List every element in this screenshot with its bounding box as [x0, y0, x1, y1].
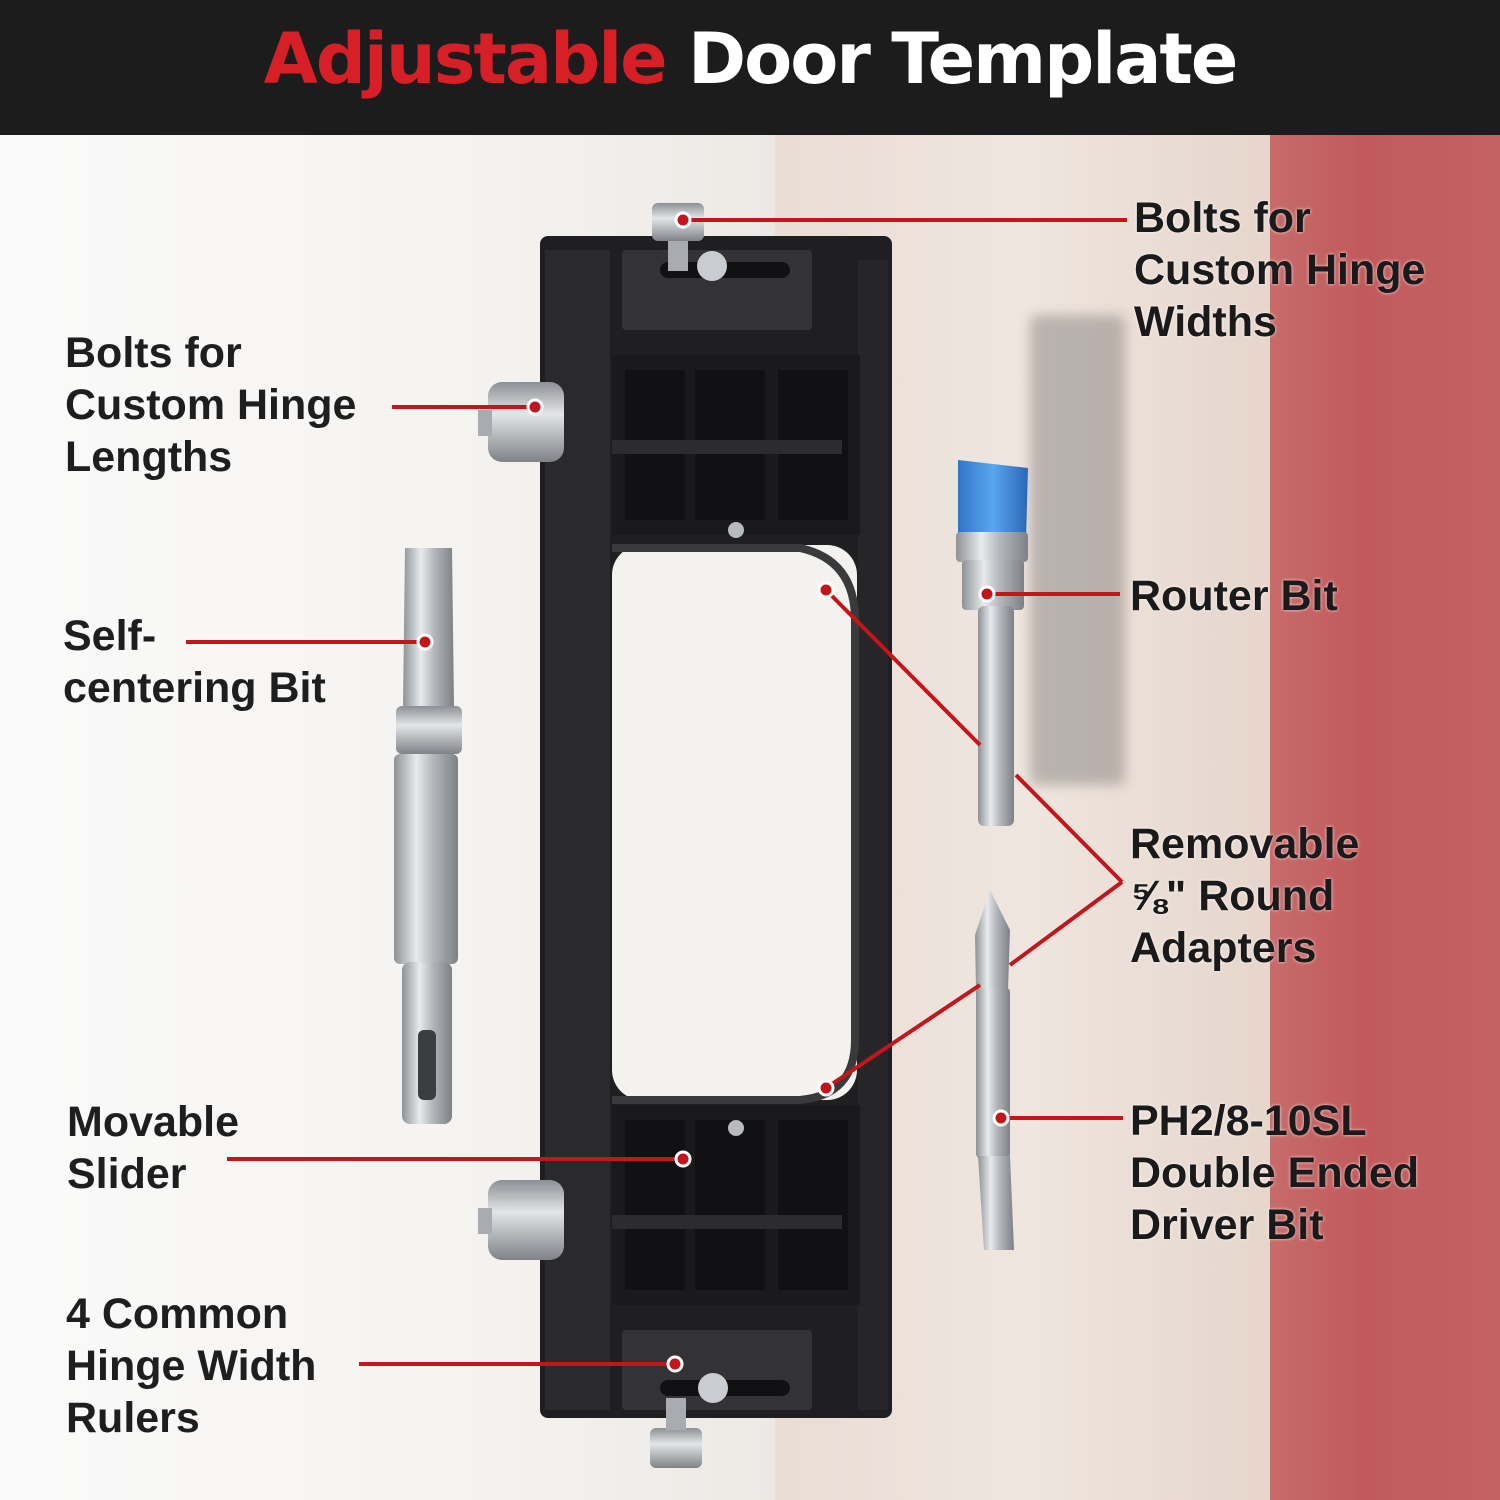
callout-line: centering Bit [63, 664, 326, 712]
callout-line: Slider [67, 1150, 187, 1198]
self-centering-bit [394, 548, 462, 1124]
center-window [612, 545, 857, 1100]
callout-line: Adapters [1130, 924, 1317, 972]
callout-line: Rulers [66, 1394, 200, 1442]
callout-hinge-width-rulers: 4 Common Hinge Width Rulers [66, 1288, 316, 1444]
bottom-pocket-mid [695, 1120, 765, 1290]
top-screw [728, 522, 744, 538]
leader-adapter-bottom-b [1008, 880, 1124, 967]
door-template [540, 236, 892, 1418]
callout-line: Bolts for [1134, 194, 1311, 242]
callout-line: Movable [67, 1098, 240, 1146]
title-main: Door Template [688, 18, 1238, 100]
title-banner: Adjustable Door Template [0, 0, 1500, 135]
bottom-pocket-right [778, 1120, 848, 1290]
callout-line: Hinge Width [66, 1342, 317, 1390]
callout-self-centering-bit: Self- centering Bit [63, 610, 326, 714]
callout-line: Self- [63, 612, 157, 660]
callout-line: Driver Bit [1130, 1201, 1324, 1249]
callout-bolts-lengths: Bolts for Custom Hinge Lengths [65, 327, 356, 483]
bottom-screw [728, 1120, 744, 1136]
callout-router-bit: Router Bit [1130, 570, 1338, 622]
callout-line: Widths [1134, 298, 1277, 346]
title-accent: Adjustable [263, 18, 668, 100]
callout-line: PH2/8-10SL [1130, 1097, 1367, 1145]
leader-adapter-bottom-a [824, 983, 982, 1090]
blurred-hinge [1030, 315, 1125, 785]
bottom-rod [612, 1215, 842, 1229]
leader-lines [186, 218, 1127, 1366]
callout-driver-bit: PH2/8-10SL Double Ended Driver Bit [1130, 1095, 1419, 1251]
callout-line: Double Ended [1130, 1149, 1420, 1197]
driver-bit [975, 890, 1014, 1250]
leader-dots [416, 211, 1010, 1373]
leader-adapter-top-b [1014, 773, 1124, 884]
top-rod [612, 440, 842, 454]
leader-adapter-top-a [824, 588, 982, 747]
callout-line: Custom Hinge [1134, 246, 1426, 294]
callout-line: ⅝" Round [1130, 872, 1335, 920]
callout-line: Removable [1130, 820, 1360, 868]
bottom-pocket-left [625, 1120, 685, 1290]
router-bit [956, 460, 1028, 826]
callout-round-adapters: Removable ⅝" Round Adapters [1130, 818, 1359, 974]
page-title: Adjustable Door Template [0, 18, 1500, 100]
callout-movable-slider: Movable Slider [67, 1096, 239, 1200]
top-length-bolt [478, 382, 564, 462]
callout-bolts-widths: Bolts for Custom Hinge Widths [1134, 192, 1425, 348]
callout-line: 4 Common [66, 1290, 289, 1338]
callout-line: Lengths [65, 433, 233, 481]
bottom-length-bolt [478, 1180, 564, 1260]
callout-line: Bolts for [65, 329, 242, 377]
bottom-width-bolt [650, 1373, 728, 1468]
red-wall-background [1270, 135, 1500, 1500]
callout-line: Router Bit [1130, 572, 1338, 620]
right-rail [858, 260, 888, 1410]
callout-line: Custom Hinge [65, 381, 357, 429]
